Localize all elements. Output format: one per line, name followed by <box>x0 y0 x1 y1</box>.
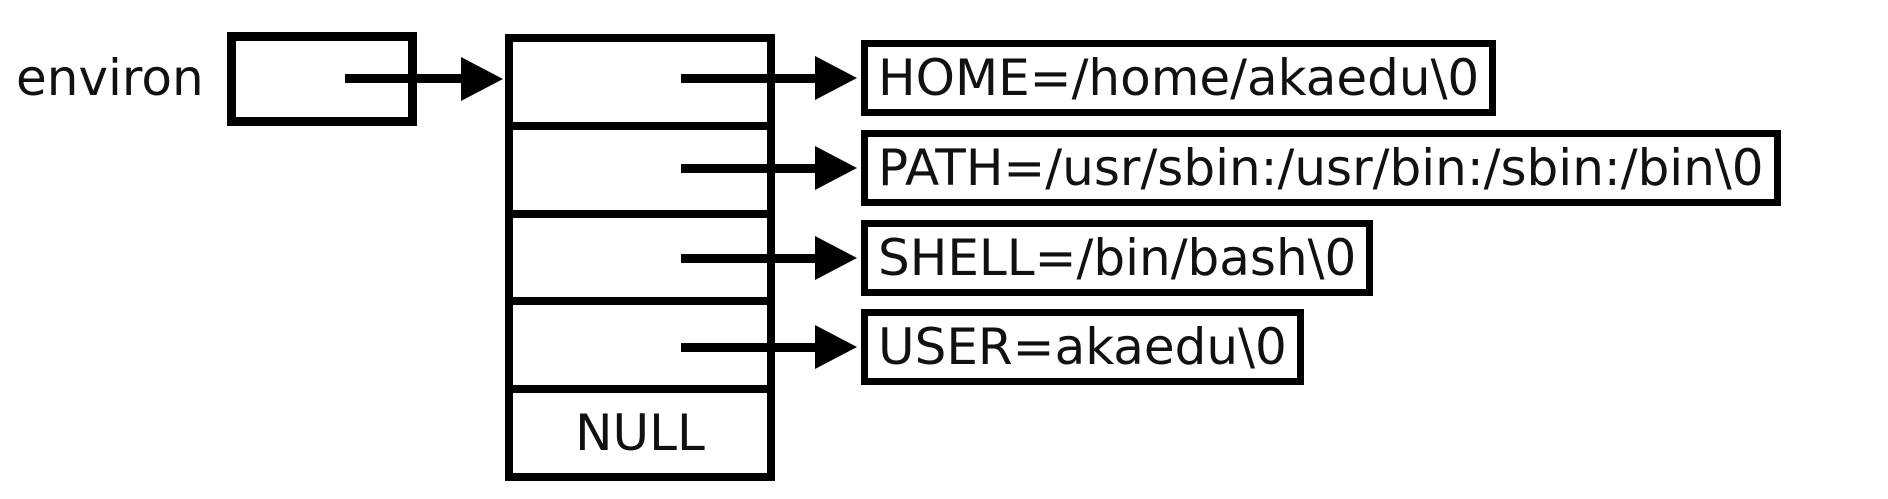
env-string-box-home: HOME=/home/akaedu\0 <box>861 40 1497 116</box>
null-label: NULL <box>575 404 705 463</box>
environ-arrow-line <box>345 74 465 83</box>
pointer-array-cell-1 <box>513 130 767 218</box>
pointer-array-cell-null: NULL <box>513 393 767 473</box>
environ-arrowhead-icon <box>461 57 503 101</box>
pointer-arrowhead-icon-3 <box>815 325 857 369</box>
pointer-arrow-line-0 <box>681 74 817 83</box>
env-string-box-path: PATH=/usr/sbin:/usr/bin:/sbin:/bin\0 <box>861 130 1781 206</box>
pointer-array-box: NULL <box>505 34 775 481</box>
pointer-arrow-line-1 <box>681 164 817 173</box>
pointer-array-cell-3 <box>513 305 767 394</box>
pointer-arrowhead-icon-0 <box>815 56 857 100</box>
env-string-box-user: USER=akaedu\0 <box>861 309 1304 385</box>
pointer-arrow-line-2 <box>681 254 817 263</box>
pointer-arrowhead-icon-1 <box>815 146 857 190</box>
pointer-arrow-line-3 <box>681 343 817 352</box>
pointer-array-cell-0 <box>513 42 767 130</box>
environ-label: environ <box>16 49 204 107</box>
pointer-arrowhead-icon-2 <box>815 236 857 280</box>
env-string-box-shell: SHELL=/bin/bash\0 <box>861 220 1374 296</box>
pointer-array-cell-2 <box>513 218 767 306</box>
